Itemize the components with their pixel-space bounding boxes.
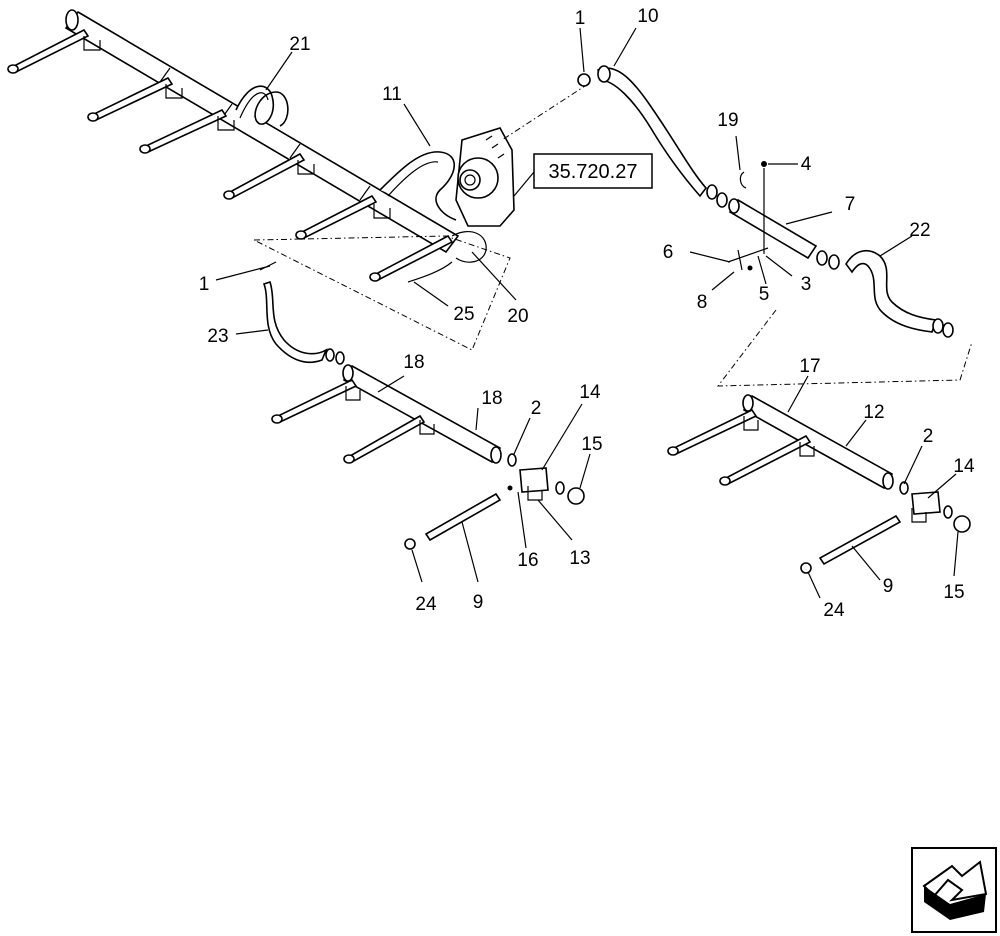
middle-right-manifold — [667, 394, 971, 574]
callout-25: 25 — [453, 304, 474, 325]
callout-19: 19 — [717, 110, 738, 131]
callout-12: 12 — [863, 402, 884, 423]
callout-13: 13 — [569, 548, 590, 569]
callout-6: 6 — [663, 242, 674, 263]
callout-15b: 15 — [943, 582, 964, 603]
callout-7: 7 — [845, 194, 856, 215]
callout-15: 15 — [581, 434, 602, 455]
callout-3: 3 — [801, 274, 812, 295]
callout-16: 16 — [517, 550, 538, 571]
reference-box[interactable]: 35.720.27 — [533, 153, 653, 189]
callout-24b: 24 — [823, 600, 845, 621]
upper-left-drop-tubes — [7, 28, 454, 282]
upper-left-manifold — [7, 9, 487, 283]
callout-14b: 14 — [953, 456, 975, 477]
middle-left-manifold — [259, 261, 585, 550]
callout-1: 1 — [575, 8, 586, 29]
callout-22: 22 — [909, 220, 930, 241]
callout-20: 20 — [507, 306, 528, 327]
blower-housing — [455, 127, 515, 227]
callout-24: 24 — [415, 594, 437, 615]
callout-4: 4 — [801, 154, 812, 175]
callout-9b: 9 — [883, 576, 894, 597]
callout-10: 10 — [637, 6, 658, 27]
callout-21: 21 — [289, 34, 310, 55]
callout-5: 5 — [759, 284, 770, 305]
callout-18b: 18 — [481, 388, 502, 409]
callout-18: 18 — [403, 352, 424, 373]
callout-14: 14 — [579, 382, 601, 403]
callout-2b: 2 — [923, 426, 934, 447]
callout-9: 9 — [473, 592, 484, 613]
next-page-arrow-icon[interactable] — [911, 847, 997, 933]
callout-8: 8 — [697, 292, 708, 313]
callout-17: 17 — [799, 356, 820, 377]
callout-23: 23 — [207, 326, 228, 347]
leader-lines — [215, 27, 959, 599]
reference-box-label: 35.720.27 — [549, 161, 638, 183]
callout-11: 11 — [382, 84, 402, 105]
callout-numbers: 1 10 21 11 19 4 7 22 6 3 8 5 1 23 25 20 … — [199, 6, 975, 621]
callout-2: 2 — [531, 398, 542, 419]
callout-1b: 1 — [199, 274, 210, 295]
upper-right-assembly — [577, 65, 954, 338]
